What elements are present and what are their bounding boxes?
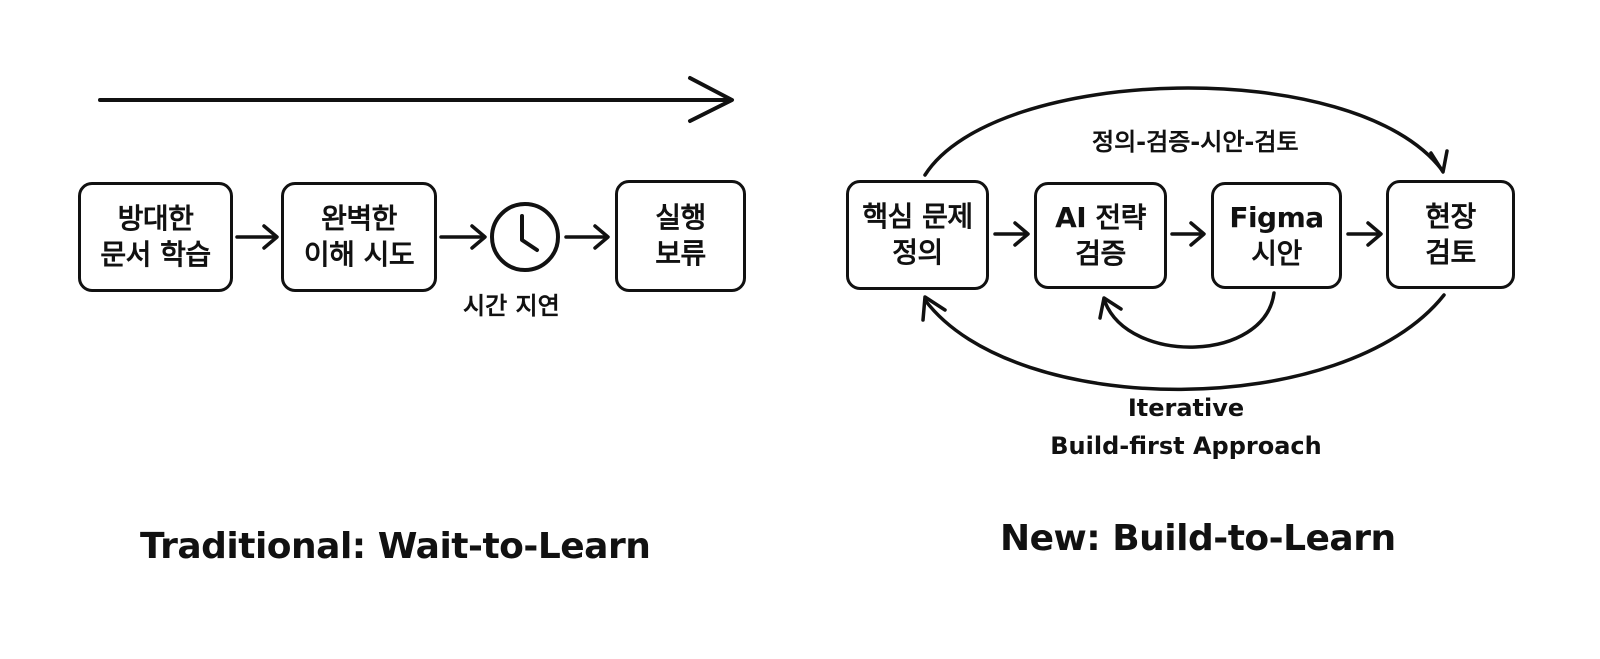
arrow-trad-2	[439, 224, 487, 250]
top-loop-arrow	[923, 86, 1449, 177]
clock-label: 시간 지연	[463, 292, 560, 320]
arrow-new-2	[1170, 221, 1206, 247]
trad-box-hold-execution: 실행 보류	[615, 180, 746, 292]
new-title: New: Build-to-Learn	[1000, 518, 1396, 559]
box-line: Figma	[1229, 200, 1324, 234]
box-line: 핵심 문제	[862, 200, 973, 233]
trad-box-study-docs: 방대한 문서 학습	[78, 182, 233, 292]
arrow-trad-1	[235, 224, 279, 250]
new-box-define-problem: 핵심 문제 정의	[846, 180, 989, 290]
box-line: 보류	[655, 237, 706, 270]
long-arrow-right-icon	[98, 76, 734, 123]
top-loop-label: 정의-검증-시안-검토	[1092, 128, 1299, 156]
traditional-title: Traditional: Wait-to-Learn	[140, 526, 651, 567]
bottom-loop-arrow	[921, 293, 1446, 392]
arrow-trad-3	[564, 224, 610, 250]
box-line: 이해 시도	[303, 238, 415, 271]
box-line: AI 전략	[1055, 200, 1146, 234]
box-line: 현장	[1425, 199, 1476, 233]
box-line: 실행	[655, 201, 706, 234]
box-line: 완벽한	[321, 202, 397, 235]
box-line: 정의	[892, 236, 943, 269]
inner-loop-arrow	[1098, 291, 1276, 349]
bottom-loop-label-line1: Iterative	[1127, 394, 1245, 422]
clock-icon	[490, 202, 560, 272]
box-line: 문서 학습	[100, 238, 211, 271]
new-box-figma-draft: Figma 시안	[1211, 182, 1342, 289]
new-box-ai-strategy: AI 전략 검증	[1034, 182, 1167, 289]
arrow-new-3	[1346, 221, 1383, 247]
box-line: 검토	[1425, 235, 1476, 269]
arrow-new-1	[993, 221, 1030, 247]
box-line: 방대한	[117, 202, 194, 235]
new-box-field-review: 현장 검토	[1386, 180, 1515, 289]
bottom-loop-label-line2: Build-first Approach	[1050, 432, 1322, 460]
box-line: 시안	[1251, 236, 1302, 270]
box-line: 검증	[1075, 236, 1126, 270]
trad-box-understand: 완벽한 이해 시도	[281, 182, 437, 292]
